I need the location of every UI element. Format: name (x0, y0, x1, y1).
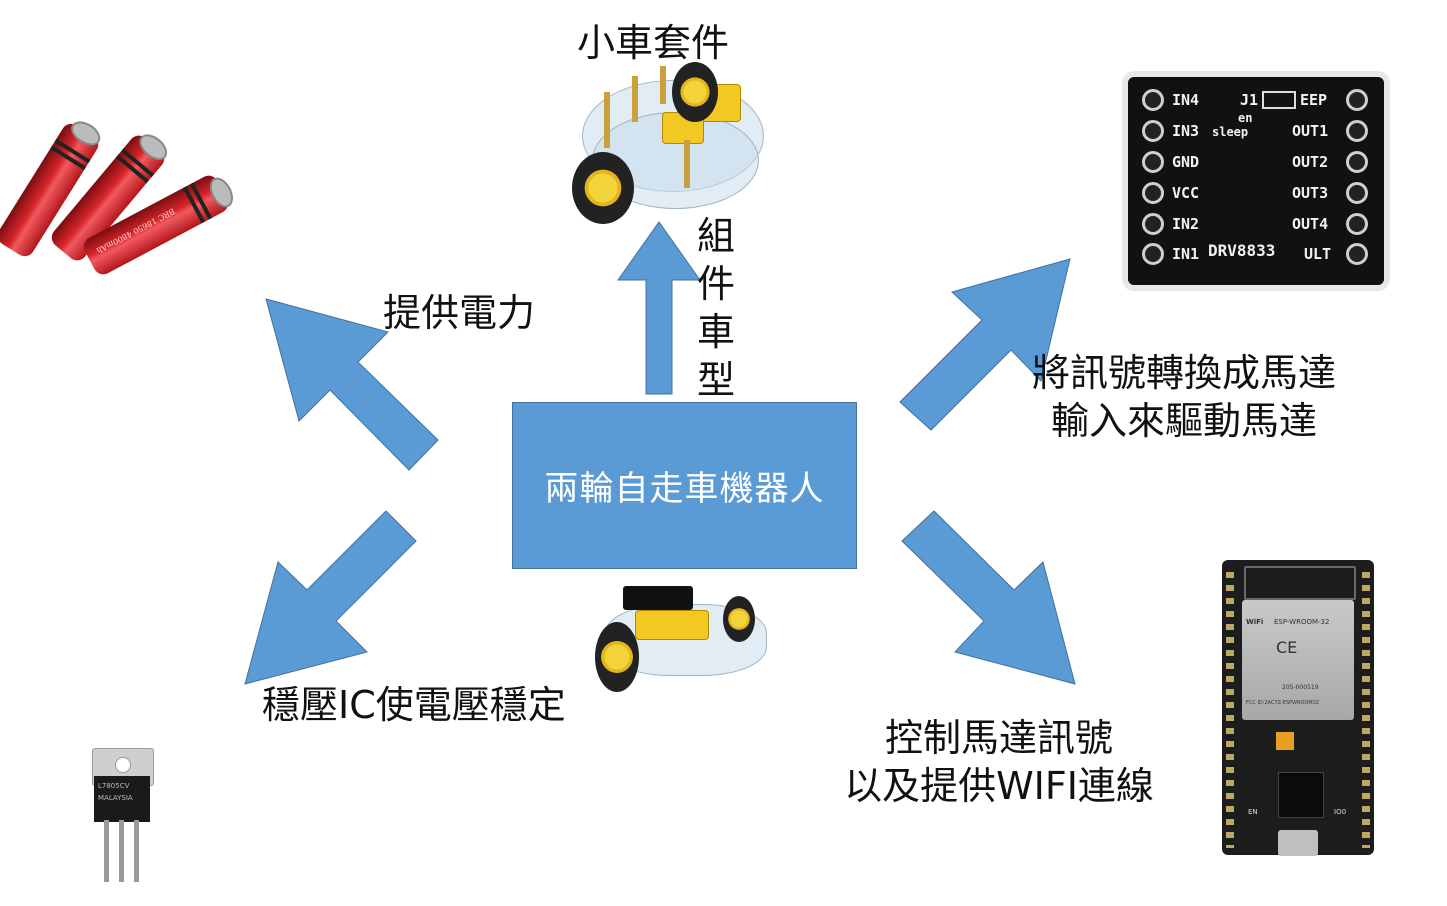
arrow-lower-left (244, 510, 417, 685)
vertical-char: 組 (696, 214, 735, 258)
arrow-upper-right (899, 258, 1071, 431)
esp-io0-label: IO0 (1334, 808, 1347, 816)
driver-label-line2: 輸入來驅動馬達 (1050, 398, 1317, 443)
vertical-label: 組 件 車 型 (694, 212, 738, 404)
regulator-body: L7805CV MALAYSIA (94, 776, 150, 822)
esp-fcc: FCC ID:2AC7Z-ESPWROOM32 (1246, 700, 1320, 706)
drv-pin-label: IN1 (1172, 245, 1200, 263)
drv-pin-label: OUT3 (1292, 184, 1329, 202)
esp-label: 控制馬達訊號 以及提供WIFI連線 (834, 715, 1164, 810)
car-kit-image (572, 62, 772, 232)
battery-image: BRC 18650 4800mAh (0, 116, 238, 280)
regulator-leg (134, 820, 139, 882)
drv-pin-label: IN2 (1172, 215, 1200, 233)
drv-pin-label: ULT (1304, 245, 1332, 263)
arrow-lower-right (901, 510, 1076, 685)
esp-en-label: EN (1248, 808, 1258, 816)
vertical-char: 車 (696, 310, 735, 354)
drv-pin-label: EEP (1300, 91, 1328, 109)
regulator-label: 穩壓IC使電壓穩定 (262, 683, 566, 727)
vertical-char: 件 (696, 262, 735, 306)
drv-pin-label: OUT2 (1292, 153, 1329, 171)
car-kit-bottom-image (595, 582, 767, 700)
power-label: 提供電力 (383, 291, 536, 335)
regulator-print-1: L7805CV (98, 782, 130, 790)
esp32-board: WiFi ESP-WROOM-32 CE 205-000519 FCC ID:2… (1222, 560, 1374, 856)
esp-wifi-logo: WiFi (1246, 618, 1264, 626)
arrow-up (617, 221, 701, 395)
esp-ce-mark: CE (1276, 638, 1298, 657)
driver-label: 將訊號轉換成馬達 輸入來驅動馬達 (1016, 350, 1352, 445)
drv-en-label: en (1238, 111, 1253, 125)
regulator-leg (104, 820, 109, 882)
drv-sleep-label: sleep (1212, 125, 1249, 139)
vertical-char: 型 (696, 358, 735, 402)
drv8833-board: IN4 IN3 GND VCC IN2 IN1 EEP OUT1 OUT2 OU… (1128, 77, 1384, 285)
regulator-leg (119, 820, 124, 882)
drv-pin-label: IN4 (1172, 91, 1200, 109)
esp-label-line1: 控制馬達訊號 (884, 716, 1113, 760)
drv-pin-label: VCC (1172, 184, 1200, 202)
regulator-print-2: MALAYSIA (98, 794, 133, 802)
drv-chip-name: DRV8833 (1208, 241, 1276, 260)
arrow-upper-left (265, 298, 439, 471)
drv-pin-label: GND (1172, 153, 1200, 171)
center-box-label: 兩輪自走車機器人 (544, 469, 825, 509)
esp-module-name: ESP-WROOM-32 (1274, 618, 1330, 626)
drv-pin-label: OUT1 (1292, 122, 1329, 140)
driver-label-line1: 將訊號轉換成馬達 (1031, 351, 1336, 395)
car-kit-title: 小車套件 (577, 21, 730, 65)
drv-pin-label: IN3 (1172, 122, 1200, 140)
esp-label-line2: 以及提供WIFI連線 (844, 763, 1154, 808)
drv-pin-label: OUT4 (1292, 215, 1329, 233)
esp-shield: WiFi ESP-WROOM-32 CE 205-000519 FCC ID:2… (1242, 600, 1354, 720)
drv-j1-label: J1 (1240, 91, 1259, 109)
center-box: 兩輪自走車機器人 (512, 402, 857, 569)
esp-code: 205-000519 (1282, 684, 1319, 691)
